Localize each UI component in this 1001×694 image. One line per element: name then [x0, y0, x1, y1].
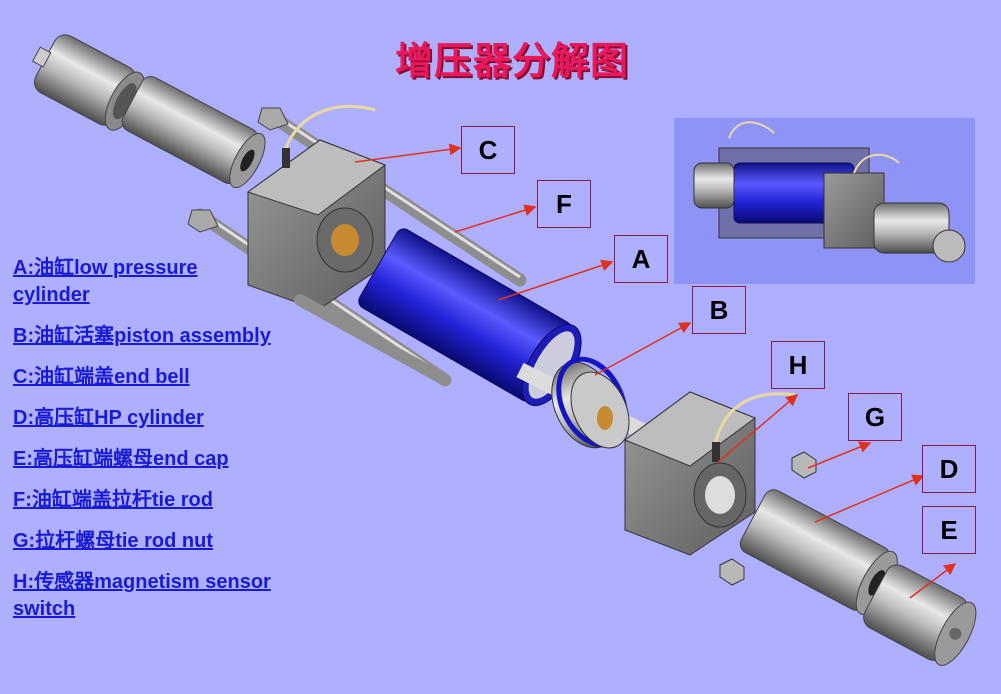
callout-h: H	[771, 341, 825, 389]
piston-assembly	[516, 356, 664, 449]
hp-cylinder	[739, 489, 898, 615]
callout-d: D	[922, 445, 976, 493]
leader-c	[354, 143, 462, 163]
legend-item-e: E:高压缸端螺母end cap	[13, 448, 229, 470]
leader-a	[497, 259, 614, 301]
leader-b	[594, 322, 692, 376]
legend-item-h: H:传感器magnetism sensor switch	[13, 571, 271, 620]
parts-legend: A:油缸low pressure cylinder B:油缸活塞piston a…	[13, 255, 273, 637]
callout-e: E	[922, 506, 976, 554]
callout-b: B	[692, 286, 746, 334]
legend-item-b: B:油缸活塞piston assembly	[13, 325, 271, 347]
leader-e	[909, 563, 957, 599]
legend-item-a: A:油缸low pressure cylinder	[13, 257, 198, 306]
end-nut-top-left	[32, 34, 145, 131]
leader-lines	[354, 143, 957, 599]
leader-h	[717, 394, 799, 463]
legend-item-d: D:高压缸HP cylinder	[13, 407, 204, 429]
callout-g: G	[848, 393, 902, 441]
legend-item-c: C:油缸端盖end bell	[13, 366, 190, 388]
leader-g	[807, 441, 872, 469]
leader-f	[454, 204, 537, 233]
hp-end-block	[623, 391, 796, 556]
hp-end-cap	[863, 564, 977, 666]
callout-f: F	[537, 180, 591, 228]
end-bell-block	[246, 104, 387, 311]
legend-item-g: G:拉杆螺母tie rod nut	[13, 530, 213, 552]
tie-rod-nut-upper	[791, 451, 817, 479]
callout-c: C	[461, 126, 515, 174]
diagram-title: 增压器分解图	[395, 39, 630, 83]
legend-item-f: F:油缸端盖拉杆tie rod	[13, 489, 213, 511]
tie-rod-nut-lower	[719, 558, 745, 586]
assembled-view-inset	[674, 118, 975, 284]
hp-cylinder-top	[121, 76, 266, 189]
callout-a: A	[614, 235, 668, 283]
assembled-unit-artwork	[693, 121, 966, 263]
leader-d	[814, 474, 925, 523]
